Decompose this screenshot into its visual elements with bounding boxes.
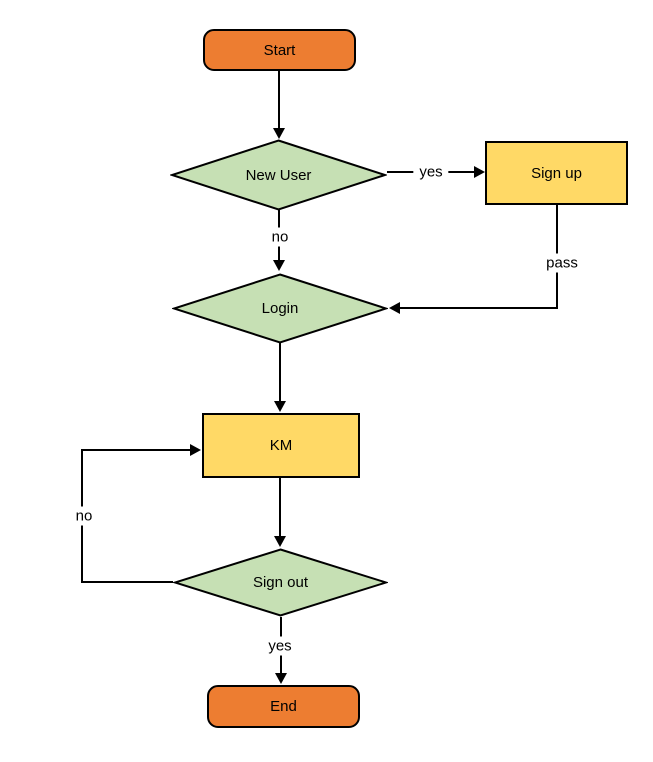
edge-label-pass: pass [540,253,584,273]
node-end-label: End [270,698,297,715]
connector-signout-km-bottom [82,581,173,583]
arrowhead-right-icon [190,444,201,456]
node-km-label: KM [269,437,293,454]
node-km: KM [202,413,360,478]
arrowhead-right-icon [474,166,485,178]
connector-start-newuser [278,71,280,129]
node-sign-out: Sign out [173,548,388,617]
connector-signup-login-horizontal [400,307,558,309]
arrowhead-down-icon [274,401,286,412]
diamond-shape [170,139,387,211]
node-start: Start [203,29,356,71]
arrowhead-left-icon [389,302,400,314]
edge-label-no-login: no [265,227,295,247]
arrowhead-down-icon [273,260,285,271]
edge-label-yes-end: yes [262,636,298,656]
diamond-shape [173,548,388,617]
diamond-polygon [170,139,387,211]
node-new-user: New User [170,139,387,211]
edge-label-yes-signup: yes [413,162,449,182]
node-sign-up: Sign up [485,141,628,205]
arrowhead-down-icon [275,673,287,684]
diamond-polygon [173,548,388,617]
node-sign-up-label: Sign up [531,164,582,182]
node-end: End [207,685,360,728]
arrowhead-down-icon [273,128,285,139]
diamond-shape [172,273,388,344]
connector-km-signout [279,478,281,536]
node-login: Login [172,273,388,344]
node-login-label: Login [261,300,299,317]
node-start-label: Start [263,41,296,59]
arrowhead-down-icon [274,536,286,547]
connector-login-km [279,343,281,401]
connector-signout-km-top [81,449,191,451]
edge-label-no-loop: no [69,506,99,526]
diamond-polygon [172,273,388,344]
node-new-user-label: New User [245,166,312,184]
node-sign-out-label: Sign out [252,574,309,591]
